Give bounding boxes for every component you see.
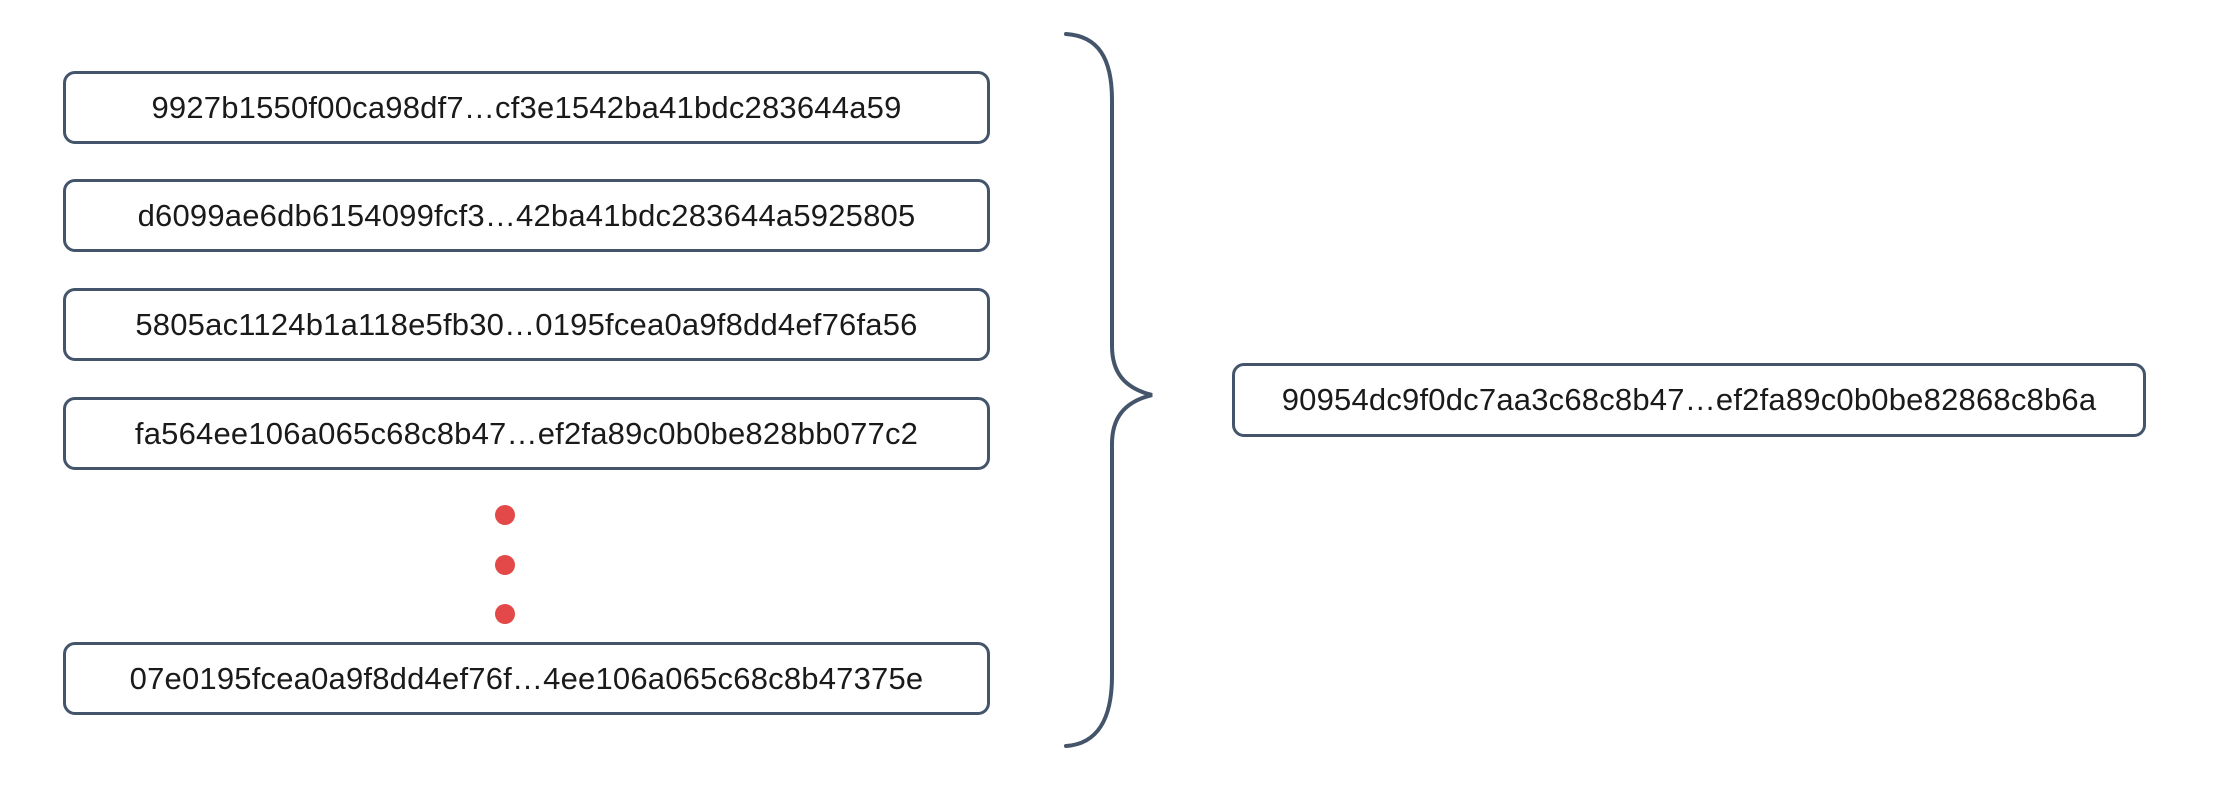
input-hash-box-3: 5805ac1124b1a118e5fb30…0195fcea0a9f8dd4e… [63,288,990,361]
input-hash-box-1: 9927b1550f00ca98df7…cf3e1542ba41bdc28364… [63,71,990,144]
input-hash-label-4: fa564ee106a065c68c8b47…ef2fa89c0b0be828b… [134,415,919,451]
input-hash-label-5: 07e0195fcea0a9f8dd4ef76f…4ee106a065c68c8… [129,660,924,696]
output-hash-label: 90954dc9f0dc7aa3c68c8b47…ef2fa89c0b0be82… [1281,382,2097,417]
vertical-ellipsis-icon [495,505,515,624]
ellipsis-dot-icon [495,505,515,525]
input-hash-box-2: d6099ae6db6154099fcf3…42ba41bdc283644a59… [63,179,990,252]
output-hash-box: 90954dc9f0dc7aa3c68c8b47…ef2fa89c0b0be82… [1232,363,2146,437]
input-hash-label-3: 5805ac1124b1a118e5fb30…0195fcea0a9f8dd4e… [135,306,918,342]
ellipsis-dot-icon [495,604,515,624]
curly-brace-icon [1064,32,1153,748]
input-hash-label-2: d6099ae6db6154099fcf3…42ba41bdc283644a59… [137,197,916,233]
ellipsis-dot-icon [495,554,515,575]
input-hash-box-5: 07e0195fcea0a9f8dd4ef76f…4ee106a065c68c8… [63,642,990,715]
input-hash-box-4: fa564ee106a065c68c8b47…ef2fa89c0b0be828b… [63,397,990,470]
input-hash-label-1: 9927b1550f00ca98df7…cf3e1542ba41bdc28364… [151,89,902,125]
